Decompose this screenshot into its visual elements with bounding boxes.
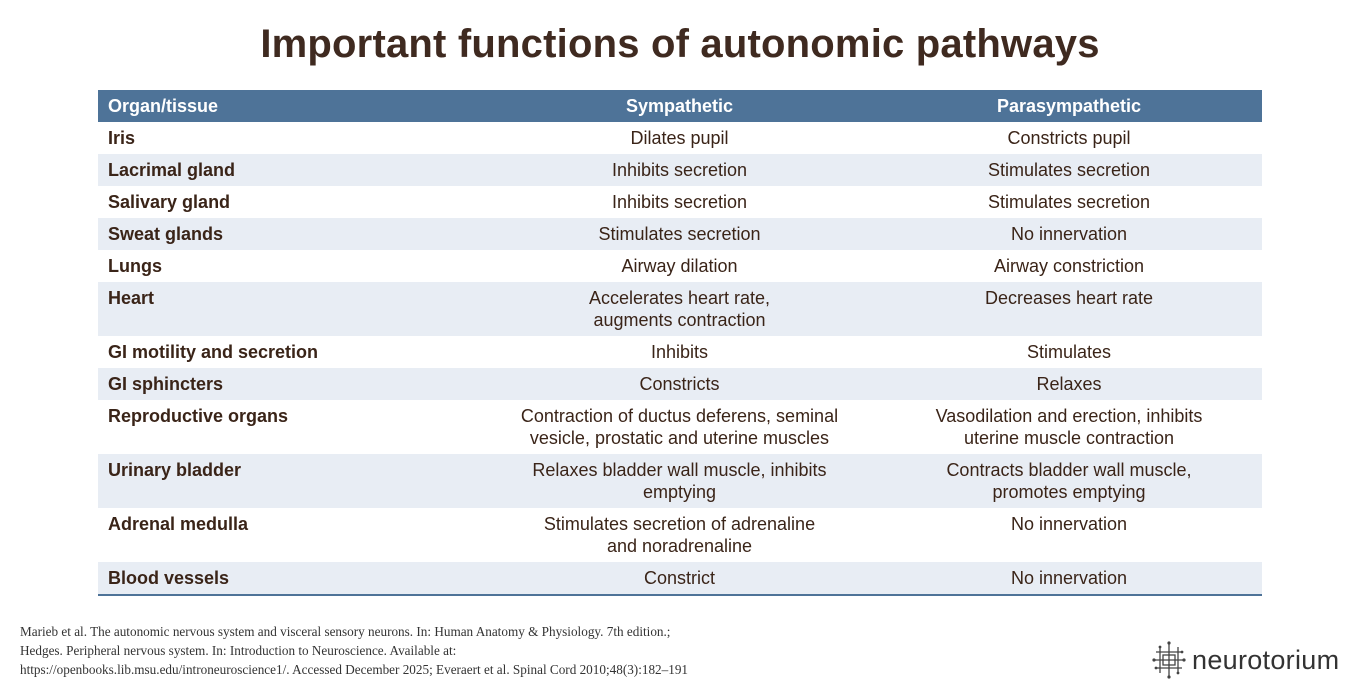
sympathetic-line: Contraction of ductus deferens, seminal <box>520 406 839 426</box>
sympathetic-cell: Inhibits secretion <box>483 154 876 186</box>
sympathetic-line: and noradrenaline <box>606 536 753 556</box>
parasympathetic-cell: Relaxes <box>876 368 1262 400</box>
sympathetic-cell: Stimulates secretion <box>483 218 876 250</box>
autonomic-functions-table-container: Organ/tissue Sympathetic Parasympathetic… <box>98 90 1262 596</box>
neuron-grid-icon <box>1152 641 1186 679</box>
parasympathetic-cell: Airway constriction <box>876 250 1262 282</box>
header-sympathetic: Sympathetic <box>483 90 876 122</box>
header-parasympathetic: Parasympathetic <box>876 90 1262 122</box>
parasympathetic-line: uterine muscle contraction <box>963 428 1175 448</box>
sympathetic-line: vesicle, prostatic and uterine muscles <box>529 428 830 448</box>
parasympathetic-line: Vasodilation and erection, inhibits <box>935 406 1203 426</box>
organ-cell: Iris <box>98 122 483 154</box>
sympathetic-cell: Airway dilation <box>483 250 876 282</box>
logo-text: neurotorium <box>1192 644 1340 675</box>
header-organ-tissue: Organ/tissue <box>98 90 483 122</box>
parasympathetic-cell: Stimulates secretion <box>876 186 1262 218</box>
table-header-row: Organ/tissue Sympathetic Parasympathetic <box>98 90 1262 122</box>
sympathetic-cell: Accelerates heart rate,augments contract… <box>483 282 876 336</box>
sympathetic-cell: Constricts <box>483 368 876 400</box>
organ-cell: Lungs <box>98 250 483 282</box>
sympathetic-cell: Constrict <box>483 562 876 596</box>
page-title: Important functions of autonomic pathway… <box>260 22 1100 66</box>
table-row: Blood vessels Constrict No innervation <box>98 562 1262 596</box>
autonomic-functions-table: Organ/tissue Sympathetic Parasympathetic… <box>98 90 1262 596</box>
parasympathetic-cell: No innervation <box>876 508 1262 562</box>
sympathetic-cell: Inhibits secretion <box>483 186 876 218</box>
organ-cell: GI motility and secretion <box>98 336 483 368</box>
sympathetic-line: Airway dilation <box>621 256 738 276</box>
references: Marieb et al. The autonomic nervous syst… <box>20 622 880 679</box>
organ-cell: Sweat glands <box>98 218 483 250</box>
parasympathetic-line: promotes emptying <box>992 482 1146 502</box>
table-row: GI sphincters Constricts Relaxes <box>98 368 1262 400</box>
sympathetic-line: augments contraction <box>593 310 766 330</box>
parasympathetic-cell: Stimulates <box>876 336 1262 368</box>
organ-cell: Blood vessels <box>98 562 483 596</box>
sympathetic-line: Stimulates secretion <box>598 224 761 244</box>
parasympathetic-cell: No innervation <box>876 562 1262 596</box>
parasympathetic-line: No innervation <box>1010 224 1128 244</box>
table-row: Lacrimal gland Inhibits secretion Stimulat… <box>98 154 1262 186</box>
sympathetic-line: Inhibits secretion <box>611 160 748 180</box>
table-row: GI motility and secretion Inhibits Stimula… <box>98 336 1262 368</box>
organ-cell: Heart <box>98 282 483 336</box>
sympathetic-line: Inhibits <box>650 342 709 362</box>
parasympathetic-cell: No innervation <box>876 218 1262 250</box>
reference-line: https://openbooks.lib.msu.edu/introneuro… <box>20 662 689 677</box>
sympathetic-line: Constrict <box>643 568 715 588</box>
parasympathetic-cell: Stimulates secretion <box>876 154 1262 186</box>
sympathetic-line: Dilates pupil <box>630 128 729 148</box>
neurotorium-logo: neurotorium <box>1152 640 1339 680</box>
reference-line: Hedges. Peripheral nervous system. In: I… <box>20 643 457 658</box>
parasympathetic-cell: Constricts pupil <box>876 122 1262 154</box>
table-row: Salivary gland Inhibits secretion Stimulat… <box>98 186 1262 218</box>
parasympathetic-line: Relaxes <box>1036 374 1102 394</box>
table-row: Lungs Airway dilation Airway constriction <box>98 250 1262 282</box>
sympathetic-line: Stimulates secretion of adrenaline <box>543 514 816 534</box>
organ-cell: GI sphincters <box>98 368 483 400</box>
parasympathetic-line: Stimulates secretion <box>987 192 1151 212</box>
parasympathetic-line: No innervation <box>1010 514 1128 534</box>
sympathetic-line: Relaxes bladder wall muscle, inhibits <box>532 460 827 480</box>
organ-cell: Lacrimal gland <box>98 154 483 186</box>
parasympathetic-line: No innervation <box>1010 568 1128 588</box>
parasympathetic-cell: Decreases heart rate <box>876 282 1262 336</box>
parasympathetic-line: Decreases heart rate <box>984 288 1154 308</box>
reference-line: Marieb et al. The autonomic nervous syst… <box>20 624 671 639</box>
organ-cell: Urinary bladder <box>98 454 483 508</box>
parasympathetic-line: Stimulates secretion <box>987 160 1151 180</box>
organ-cell: Salivary gland <box>98 186 483 218</box>
sympathetic-cell: Dilates pupil <box>483 122 876 154</box>
sympathetic-line: emptying <box>642 482 717 502</box>
parasympathetic-line: Constricts pupil <box>1007 128 1131 148</box>
parasympathetic-line: Contracts bladder wall muscle, <box>946 460 1192 480</box>
parasympathetic-cell: Contracts bladder wall muscle,promotes e… <box>876 454 1262 508</box>
table-row: Iris Dilates pupil Constricts pupil <box>98 122 1262 154</box>
sympathetic-line: Constricts <box>639 374 720 394</box>
table-row: Sweat glands Stimulates secretion No inner… <box>98 218 1262 250</box>
parasympathetic-line: Stimulates <box>1026 342 1112 362</box>
sympathetic-line: Inhibits secretion <box>611 192 748 212</box>
organ-cell: Reproductive organs <box>98 400 483 454</box>
organ-cell: Adrenal medulla <box>98 508 483 562</box>
sympathetic-line: Accelerates heart rate, <box>588 288 771 308</box>
parasympathetic-line: Airway constriction <box>993 256 1145 276</box>
sympathetic-cell: Inhibits <box>483 336 876 368</box>
